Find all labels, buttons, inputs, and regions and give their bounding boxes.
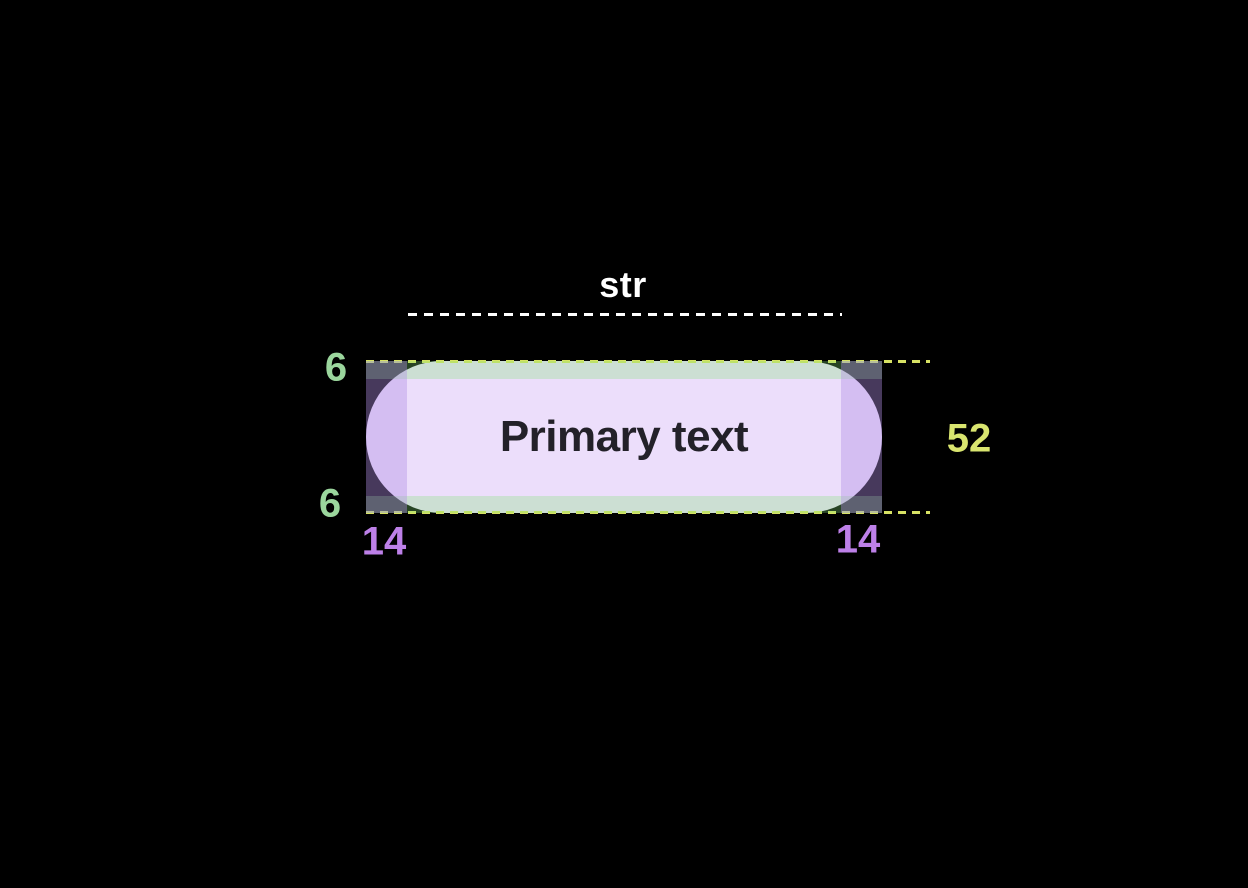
padding-left-overlay <box>366 361 407 513</box>
button-spec-box: Primary text <box>366 360 930 514</box>
padding-right-value: 14 <box>835 517 881 562</box>
height-value: 52 <box>946 416 992 461</box>
pill-button[interactable] <box>366 361 882 513</box>
padding-right-overlay <box>841 361 882 513</box>
width-annotation-dashed-line <box>408 313 842 316</box>
padding-top-overlay <box>366 361 882 379</box>
padding-top-value: 6 <box>324 345 348 390</box>
padding-bottom-overlay <box>366 495 882 513</box>
padding-left-value: 14 <box>361 519 407 564</box>
button-label: Primary text <box>499 412 749 461</box>
padding-bottom-edge-dashed-line <box>366 511 930 514</box>
padding-bottom-value: 6 <box>318 481 342 526</box>
padding-top-edge-dashed-line <box>366 360 930 363</box>
width-annotation-label: str <box>599 264 647 305</box>
